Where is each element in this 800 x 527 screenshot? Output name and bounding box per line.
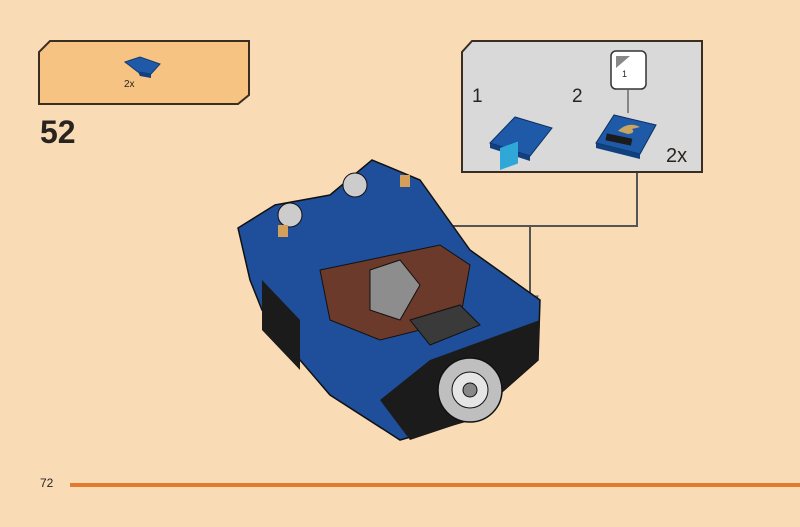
car-model-illustration <box>237 141 541 441</box>
page-number: 72 <box>40 476 54 490</box>
substep-label-1: 1 <box>472 86 483 107</box>
decorated-slope-step2-icon <box>595 114 657 159</box>
sticker-number: 1 <box>622 69 628 79</box>
substep-label-2: 2 <box>572 86 583 107</box>
footer-divider <box>70 483 800 487</box>
sticker-callout <box>610 50 647 113</box>
parts-quantity: 2x <box>124 79 135 90</box>
subassembly-quantity: 2x <box>666 145 688 167</box>
step-number: 52 <box>40 114 76 150</box>
curved-slope-part-icon <box>123 56 161 78</box>
